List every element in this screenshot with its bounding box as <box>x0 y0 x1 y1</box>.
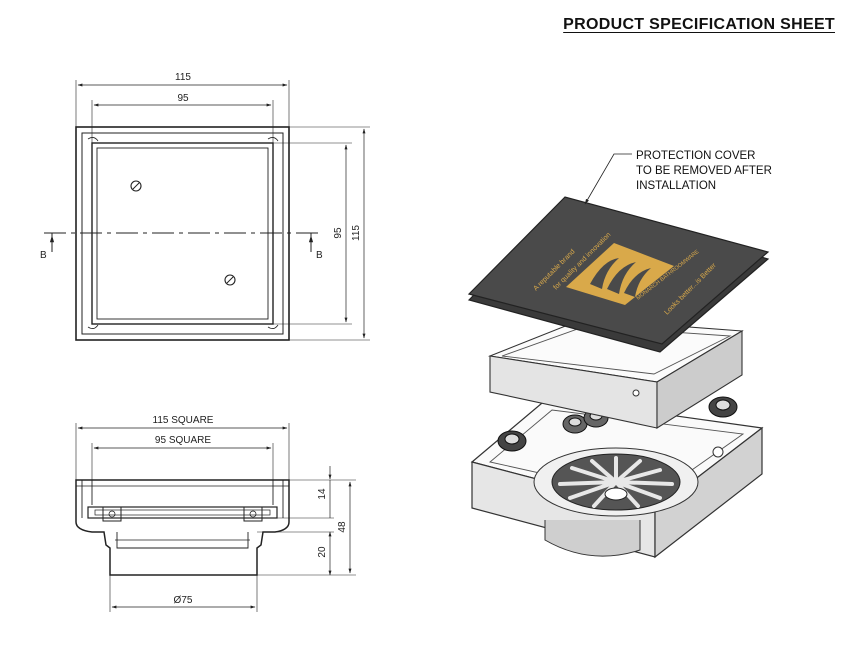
dim-section-depth-top: 14 <box>317 488 328 500</box>
screw-icon <box>224 274 236 286</box>
sheet-title: PRODUCT SPECIFICATION SHEET <box>563 16 835 33</box>
dim-plan-outer-width: 115 <box>175 72 191 83</box>
iso-base-body <box>470 397 764 559</box>
corner-lug <box>267 324 279 329</box>
cover-logo <box>566 243 674 305</box>
corner-lug <box>267 137 279 142</box>
section-view: 115 SQUARE 95 SQUARE 14 20 48 Ø75 <box>75 415 356 612</box>
section-label-left: B <box>40 250 47 261</box>
plan-view: B B 115 95 95 115 <box>40 72 370 341</box>
iso-lug-clip <box>708 396 738 418</box>
section-body-outline <box>75 479 290 576</box>
grate-center-hole <box>604 487 628 501</box>
section-lug-left <box>102 506 122 522</box>
grate-spokes <box>558 456 674 508</box>
corner-lug <box>87 324 99 329</box>
isometric-view: A reputable brand for quality and innova… <box>467 150 772 559</box>
section-lug-right <box>243 506 263 522</box>
callout-line-3: INSTALLATION <box>636 180 716 192</box>
dim-plan-outer-height: 115 <box>351 225 362 241</box>
corner-lug <box>87 137 99 142</box>
dim-outlet-diameter: Ø75 <box>174 595 193 606</box>
iso-lug-clip <box>497 430 527 452</box>
section-grate-plate <box>87 506 278 519</box>
section-label-right: B <box>316 250 323 261</box>
callout-leader <box>584 153 632 205</box>
dim-section-inner: 95 SQUARE <box>155 435 211 446</box>
iso-protection-cover: A reputable brand for quality and innova… <box>467 196 770 353</box>
section-grate-inner <box>94 509 271 516</box>
dim-plan-inner-width: 95 <box>177 93 189 104</box>
dim-section-outer: 115 SQUARE <box>153 415 214 426</box>
dim-section-depth-bottom: 20 <box>317 546 328 558</box>
screw-icon <box>130 180 142 192</box>
dim-plan-inner-height: 95 <box>333 227 344 239</box>
callout-line-2: TO BE REMOVED AFTER <box>636 165 772 177</box>
dim-section-overall-height: 48 <box>337 521 348 533</box>
callout-line-1: PROTECTION COVER <box>636 150 755 162</box>
